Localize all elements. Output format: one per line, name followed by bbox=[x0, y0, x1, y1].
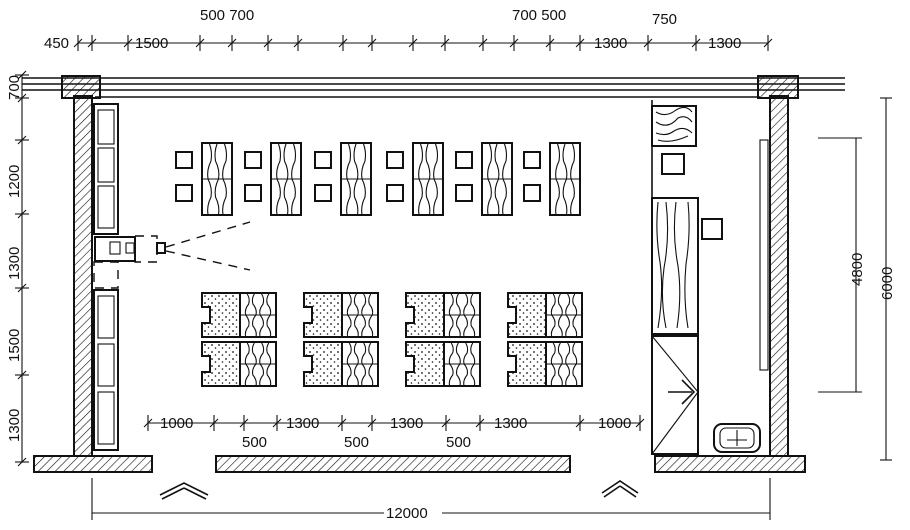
left-cupboards bbox=[93, 103, 119, 451]
lower-desk-unit bbox=[201, 292, 277, 338]
upper-desk-unit bbox=[175, 142, 233, 216]
upper-desk-unit bbox=[455, 142, 513, 216]
top-dimensions: 450 1500 500 700 700 500 750 1300 1300 bbox=[44, 7, 741, 52]
dim-left-1300: 1300 bbox=[6, 247, 23, 280]
bottom-dimensions: 1000 1300 1300 1300 1000 500 500 500 bbox=[160, 415, 631, 451]
stool bbox=[314, 184, 332, 202]
lower-desk-unit bbox=[507, 341, 583, 387]
stool bbox=[455, 184, 473, 202]
lower-desk-unit bbox=[405, 341, 481, 387]
entrance-chevron-icon bbox=[159, 482, 209, 496]
dim-top-700-500-right: 700 500 bbox=[512, 7, 566, 24]
entrance-chevron-icon bbox=[601, 480, 639, 494]
stool bbox=[314, 151, 332, 169]
dim-bottom-1300-b: 1300 bbox=[390, 415, 423, 432]
dim-left-1500: 1500 bbox=[6, 329, 23, 362]
stool bbox=[175, 184, 193, 202]
right-dimensions: 4800 6000 bbox=[849, 253, 896, 300]
dim-bottom-sub-500-a: 500 bbox=[242, 434, 267, 451]
dim-top-500-700-left: 500 700 bbox=[200, 7, 254, 24]
dim-top-1300-a: 1300 bbox=[594, 35, 627, 52]
dim-right-6000: 6000 bbox=[879, 267, 896, 300]
dim-top-750: 750 bbox=[652, 11, 677, 28]
dim-overall-12000: 12000 bbox=[386, 505, 428, 522]
upper-desk-unit bbox=[523, 142, 581, 216]
dim-top-1300-b: 1300 bbox=[708, 35, 741, 52]
upper-desk-unit bbox=[386, 142, 444, 216]
lower-desk-unit bbox=[201, 341, 277, 387]
upper-desk-unit bbox=[244, 142, 302, 216]
dim-bottom-sub-500-c: 500 bbox=[446, 434, 471, 451]
stool bbox=[244, 151, 262, 169]
stool bbox=[523, 184, 541, 202]
wash-basin-icon bbox=[713, 423, 761, 453]
bottom-wall-middle bbox=[215, 455, 571, 473]
upper-desk-group bbox=[175, 142, 581, 216]
upper-desk-unit bbox=[314, 142, 372, 216]
dim-bottom-1300-a: 1300 bbox=[286, 415, 319, 432]
projector-icon bbox=[94, 221, 251, 271]
dim-left-1200: 1200 bbox=[6, 165, 23, 198]
lower-desk-unit bbox=[507, 292, 583, 338]
dim-right-4800: 4800 bbox=[849, 253, 866, 286]
stool bbox=[386, 151, 404, 169]
stool bbox=[455, 151, 473, 169]
lower-desk-unit bbox=[303, 292, 379, 338]
lower-desk-unit bbox=[405, 292, 481, 338]
walls bbox=[22, 75, 845, 473]
stool bbox=[175, 151, 193, 169]
dimension-lines bbox=[15, 35, 892, 520]
bottom-wall-right bbox=[654, 455, 806, 473]
bottom-wall-left bbox=[33, 455, 153, 473]
lower-desk-group bbox=[201, 292, 583, 387]
dim-bottom-1300-c: 1300 bbox=[494, 415, 527, 432]
dim-top-450: 450 bbox=[44, 35, 69, 52]
dim-bottom-1000-right: 1000 bbox=[598, 415, 631, 432]
dim-bottom-sub-500-b: 500 bbox=[344, 434, 369, 451]
dim-bottom-1000-left: 1000 bbox=[160, 415, 193, 432]
top-window-wall bbox=[22, 75, 845, 99]
right-service-area bbox=[651, 100, 769, 455]
left-dimensions: 700 1200 1300 1500 1300 bbox=[6, 75, 23, 442]
stool bbox=[244, 184, 262, 202]
door-arrow-icon bbox=[668, 379, 696, 405]
dim-left-1300-bottom: 1300 bbox=[6, 409, 23, 442]
left-wall bbox=[73, 95, 93, 457]
lower-desk-unit bbox=[303, 341, 379, 387]
dim-left-700: 700 bbox=[6, 75, 23, 100]
stool bbox=[523, 151, 541, 169]
right-wall bbox=[769, 95, 789, 457]
dim-top-1500: 1500 bbox=[135, 35, 168, 52]
stool bbox=[386, 184, 404, 202]
